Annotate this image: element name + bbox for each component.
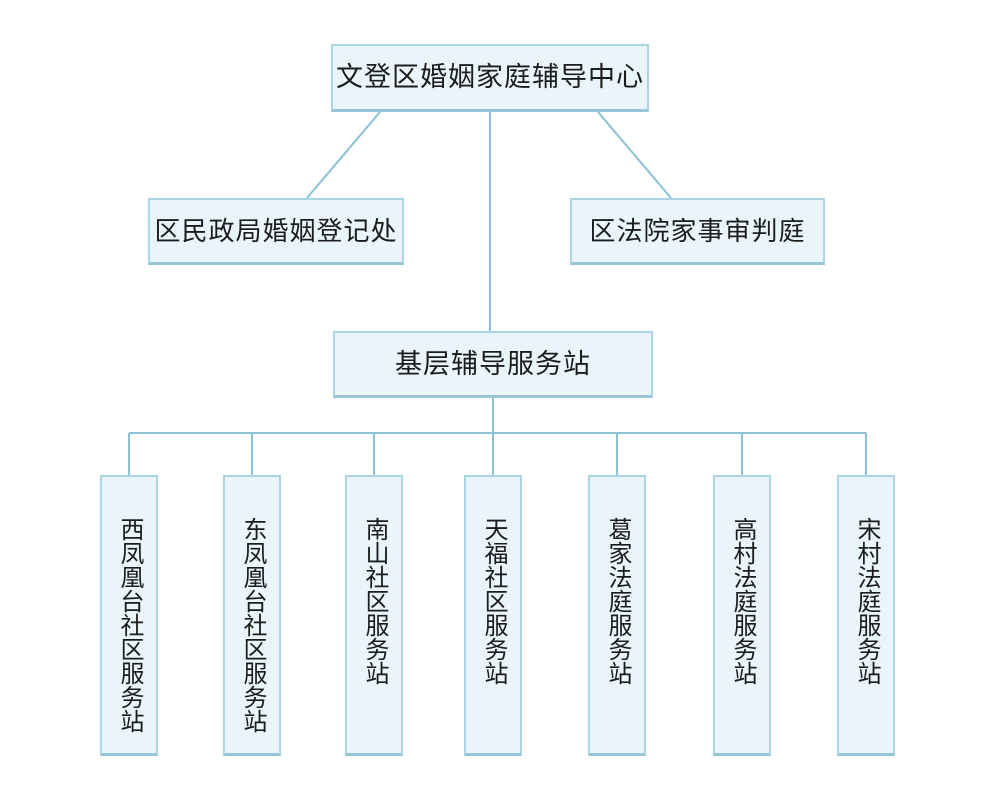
node-station-dongfenghuangtai: 东凤凰台社区服务站: [223, 475, 281, 756]
station-label: 西凤凰台社区服务站: [116, 517, 143, 733]
edge-center-court: [597, 111, 672, 199]
station-label: 天福社区服务站: [480, 517, 507, 685]
station-label: 葛家法庭服务站: [604, 517, 631, 685]
node-civil-affairs-marriage-registry: 区民政局婚姻登记处: [148, 198, 404, 265]
node-station-songcun: 宋村法庭服务站: [837, 475, 895, 756]
node-station-gejia: 葛家法庭服务站: [588, 475, 646, 756]
node-court-family-tribunal: 区法院家事审判庭: [570, 198, 825, 265]
node-grassroots-counseling-station-hub: 基层辅导服务站: [333, 331, 653, 398]
node-station-gaocun: 高村法庭服务站: [713, 475, 771, 756]
node-station-xifenghuangtai: 西凤凰台社区服务站: [100, 475, 158, 756]
node-station-nanshan: 南山社区服务站: [345, 475, 403, 756]
station-label: 东凤凰台社区服务站: [239, 517, 266, 733]
node-marriage-family-counseling-center: 文登区婚姻家庭辅导中心: [331, 44, 649, 112]
edge-center-registry: [306, 111, 381, 199]
node-station-tianfu: 天福社区服务站: [464, 475, 522, 756]
station-label: 宋村法庭服务站: [853, 517, 880, 685]
station-label: 南山社区服务站: [361, 517, 388, 685]
station-label: 高村法庭服务站: [729, 517, 756, 685]
